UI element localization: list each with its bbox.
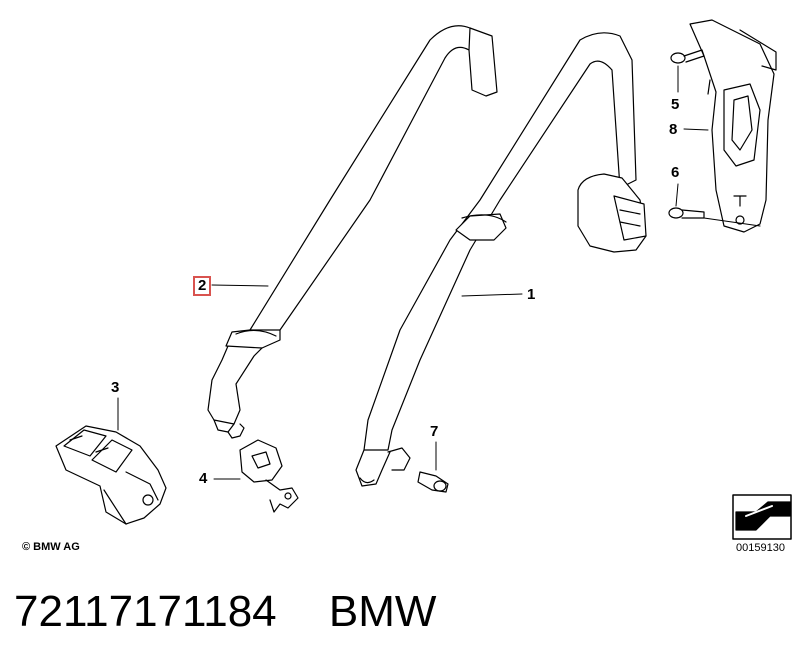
part-number: 72117171184	[14, 587, 277, 636]
bolt-part-5	[670, 49, 705, 64]
belt-strap-part-1	[355, 32, 637, 487]
callout-7: 7	[430, 423, 439, 440]
reference-code: 00159130	[736, 542, 785, 554]
brand-name: BMW	[328, 587, 437, 636]
bolt-part-6	[668, 207, 705, 219]
callout-5: 5	[671, 96, 680, 113]
buckle-tongue-part-4	[239, 439, 299, 513]
callout-1: 1	[527, 286, 536, 303]
callout-8: 8	[669, 121, 678, 138]
copyright-notice: © BMW AG	[22, 541, 80, 553]
leader-lines	[117, 65, 761, 480]
retractor-reel	[577, 173, 647, 253]
belt-strap-part-2	[207, 25, 498, 439]
buckle-part-3	[55, 425, 167, 525]
bolt-part-7	[417, 471, 449, 493]
callout-6: 6	[671, 164, 680, 181]
mounting-bracket-part-8	[689, 19, 777, 233]
part-caption: 72117171184 BMW	[14, 586, 436, 638]
callout-3: 3	[111, 379, 120, 396]
callout-2-highlighted: 2	[193, 276, 212, 296]
callout-4: 4	[199, 470, 208, 487]
reference-icon-box	[732, 494, 792, 540]
